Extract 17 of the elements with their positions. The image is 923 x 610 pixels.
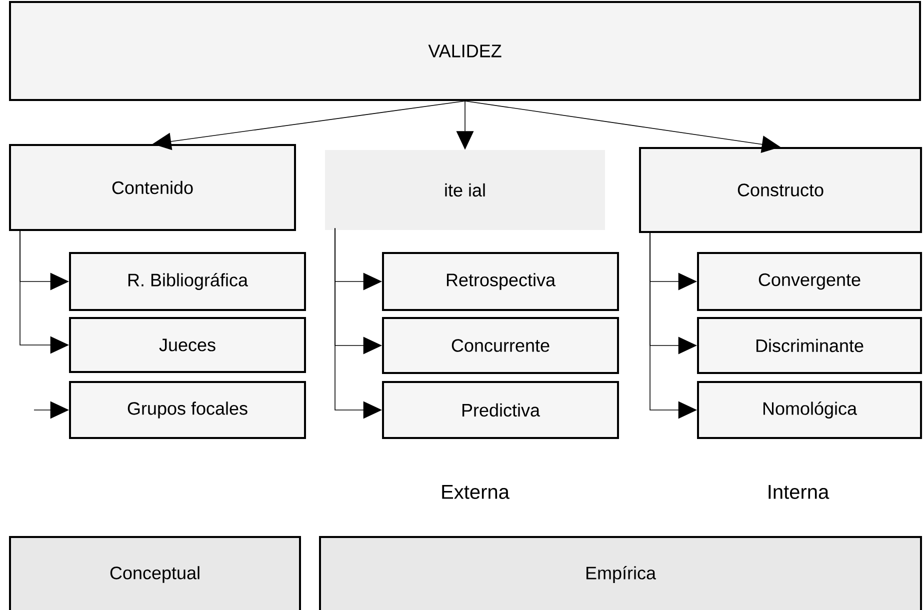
- group-box: Conceptual: [9, 536, 301, 610]
- item-box: R. Bibliográfica: [69, 252, 306, 311]
- group-box: Empírica: [319, 536, 922, 610]
- item-box: Convergente: [697, 252, 922, 311]
- item-box: Grupos focales: [69, 381, 306, 439]
- column-label: Interna: [768, 485, 830, 499]
- item-box: Jueces: [69, 317, 306, 373]
- item-box: Nomológica: [697, 381, 922, 439]
- item-box: Retrospectiva: [382, 252, 619, 311]
- item-box: Predictiva: [382, 381, 619, 439]
- title-box: VALIDEZ: [9, 1, 922, 101]
- column-label: Externa: [442, 485, 510, 499]
- category-box: Contenido: [9, 144, 296, 231]
- item-box: Concurrente: [382, 317, 619, 374]
- category-label: ite ial: [325, 150, 606, 230]
- item-box: Discriminante: [697, 317, 922, 374]
- category-box: Constructo: [639, 147, 922, 233]
